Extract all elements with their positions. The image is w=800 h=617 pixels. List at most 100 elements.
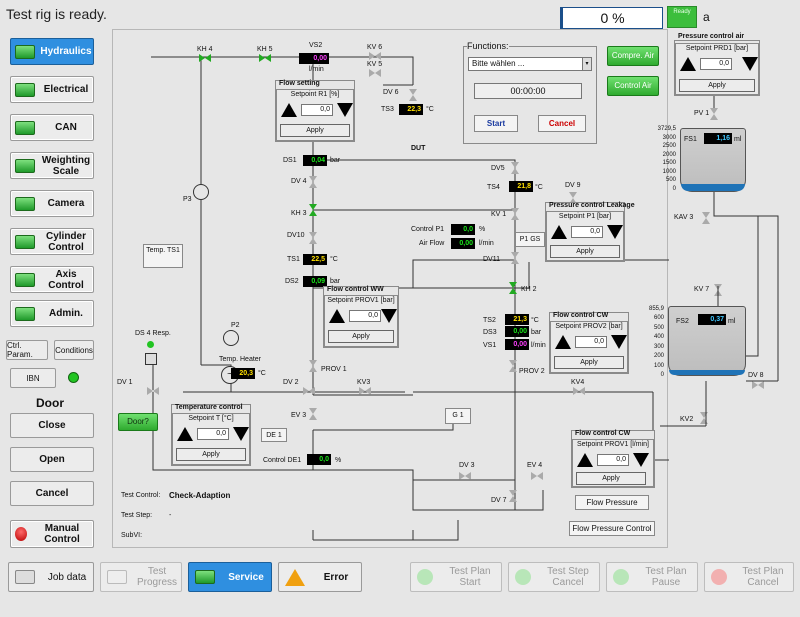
control-air-button[interactable]: Control Air <box>607 76 659 96</box>
functions-select[interactable]: Bitte wählen ... <box>468 57 592 71</box>
g1-button[interactable]: G 1 <box>445 408 471 424</box>
pv1-valve[interactable] <box>710 108 718 120</box>
prov2-valve[interactable] <box>509 360 517 372</box>
nav-admin-button[interactable]: Admin. <box>10 300 94 327</box>
job-data-button[interactable]: Job data <box>8 562 94 592</box>
test-plan-pause-button[interactable]: Test Plan Pause <box>606 562 698 592</box>
fc-cw-input[interactable]: 0,0 <box>575 336 607 348</box>
dv7-valve[interactable] <box>509 490 517 502</box>
increase-arrow-icon[interactable] <box>680 57 696 71</box>
increase-arrow-icon[interactable] <box>555 335 571 349</box>
dv4-valve[interactable] <box>309 176 317 188</box>
flow-pressure-control-button[interactable]: Flow Pressure Control <box>569 521 655 536</box>
temp-ts1-button[interactable]: Temp. TS1 <box>143 244 183 268</box>
kv3-valve[interactable] <box>359 387 371 395</box>
nav-electrical-button[interactable]: Electrical <box>10 76 94 103</box>
label-vs1-unit: l/min <box>531 342 546 349</box>
fc-ww-apply-button[interactable]: Apply <box>328 330 394 343</box>
test-progress-button[interactable]: Test Progress <box>100 562 182 592</box>
nav-camera-button[interactable]: Camera <box>10 190 94 217</box>
dv6-valve[interactable] <box>409 89 417 101</box>
kv4-valve[interactable] <box>573 387 585 395</box>
dv2-valve[interactable] <box>303 387 315 395</box>
pc-leak-apply-button[interactable]: Apply <box>550 245 620 258</box>
fc-cw2-input[interactable]: 0,0 <box>597 454 629 466</box>
test-plan-start-button[interactable]: Test Plan Start <box>410 562 502 592</box>
de1-button[interactable]: DE 1 <box>261 428 287 442</box>
kh2-valve[interactable] <box>509 282 517 294</box>
nav-cylinder-control-button[interactable]: Cylinder Control <box>10 228 94 255</box>
prov1-valve[interactable] <box>309 360 317 372</box>
ts4-value: 21,8 <box>509 181 533 192</box>
pc-air-apply-button[interactable]: Apply <box>679 79 755 92</box>
kv5-valve[interactable] <box>369 69 381 77</box>
temp-apply-button[interactable]: Apply <box>176 448 246 461</box>
kv6-valve[interactable] <box>369 52 381 60</box>
label-ev3: EV 3 <box>291 412 307 419</box>
nav-hydraulics-button[interactable]: Hydraulics <box>10 38 94 65</box>
label-vs1: VS1 <box>483 342 497 349</box>
door-status-button[interactable]: Door? <box>118 413 158 431</box>
p3-pump-icon[interactable] <box>193 184 209 200</box>
flow-setting-input[interactable]: 0,0 <box>301 104 333 116</box>
decrease-arrow-icon[interactable] <box>337 103 353 117</box>
test-step-cancel-button[interactable]: Test Step Cancel <box>508 562 600 592</box>
service-button[interactable]: Service <box>188 562 272 592</box>
kv1-valve[interactable] <box>511 208 519 220</box>
p2-pump-icon[interactable] <box>223 330 239 346</box>
functions-cancel-button[interactable]: Cancel <box>538 115 586 132</box>
kav3-valve[interactable] <box>702 212 710 224</box>
fs2-value: 0,37 <box>698 314 726 325</box>
functions-start-button[interactable]: Start <box>474 115 518 132</box>
pc-leak-input[interactable]: 0,0 <box>571 226 603 238</box>
fc-cw-apply-button[interactable]: Apply <box>554 356 624 369</box>
dv11-valve[interactable] <box>511 252 519 264</box>
p1-gs-button[interactable]: P1 GS <box>515 232 545 247</box>
conditions-button[interactable]: Conditions <box>54 340 94 360</box>
door-cancel-button[interactable]: Cancel <box>10 481 94 506</box>
increase-arrow-icon[interactable] <box>177 427 193 441</box>
pc-air-input[interactable]: 0,0 <box>700 58 732 70</box>
fc-cw2-apply-button[interactable]: Apply <box>576 472 646 485</box>
nav-axis-control-button[interactable]: Axis Control <box>10 266 94 293</box>
increase-arrow-icon[interactable] <box>329 309 345 323</box>
kh3-valve[interactable] <box>309 204 317 216</box>
door-close-button[interactable]: Close <box>10 413 94 438</box>
dv3-valve[interactable] <box>459 472 471 480</box>
compressed-air-button[interactable]: Compre. Air <box>607 46 659 66</box>
kh4-valve[interactable] <box>199 54 211 62</box>
label-dv8: DV 8 <box>748 372 764 379</box>
decrease-arrow-icon[interactable] <box>607 225 623 239</box>
kv2-valve[interactable] <box>700 412 708 424</box>
flow-pressure-button[interactable]: Flow Pressure <box>575 495 649 510</box>
increase-arrow-icon[interactable] <box>577 453 593 467</box>
increase-arrow-icon[interactable] <box>551 225 567 239</box>
ev4-valve[interactable] <box>531 472 543 480</box>
dv5-valve[interactable] <box>511 162 519 174</box>
fc-ww-input[interactable]: 0,0 <box>349 310 381 322</box>
dv9-valve[interactable] <box>569 192 577 204</box>
decrease-arrow-icon[interactable] <box>742 57 758 71</box>
dv8-valve[interactable] <box>752 381 764 389</box>
decrease-arrow-icon[interactable] <box>233 427 249 441</box>
temp-input[interactable]: 0,0 <box>197 428 229 440</box>
flow-setting-apply-button[interactable]: Apply <box>280 124 350 137</box>
dv10-valve[interactable] <box>309 232 317 244</box>
decrease-arrow-icon[interactable] <box>611 335 627 349</box>
test-plan-cancel-button[interactable]: Test Plan Cancel <box>704 562 794 592</box>
error-button[interactable]: Error <box>278 562 362 592</box>
nav-weighting-scale-button[interactable]: Weighting Scale <box>10 152 94 179</box>
increase-arrow-icon[interactable] <box>281 103 297 117</box>
decrease-arrow-icon[interactable] <box>633 453 649 467</box>
manual-control-button[interactable]: Manual Control <box>10 520 94 548</box>
nav-can-button[interactable]: CAN <box>10 114 94 141</box>
decrease-arrow-icon[interactable] <box>381 309 397 323</box>
label-dv1: DV 1 <box>117 379 133 386</box>
kh5-valve[interactable] <box>259 54 271 62</box>
door-open-button[interactable]: Open <box>10 447 94 472</box>
ctrl-param-button[interactable]: Ctrl. Param. <box>6 340 48 360</box>
dv1-valve[interactable] <box>147 387 159 395</box>
ev3-valve[interactable] <box>309 408 317 420</box>
chevron-down-icon[interactable]: ▾ <box>582 58 591 70</box>
ibn-button[interactable]: IBN <box>10 368 56 388</box>
